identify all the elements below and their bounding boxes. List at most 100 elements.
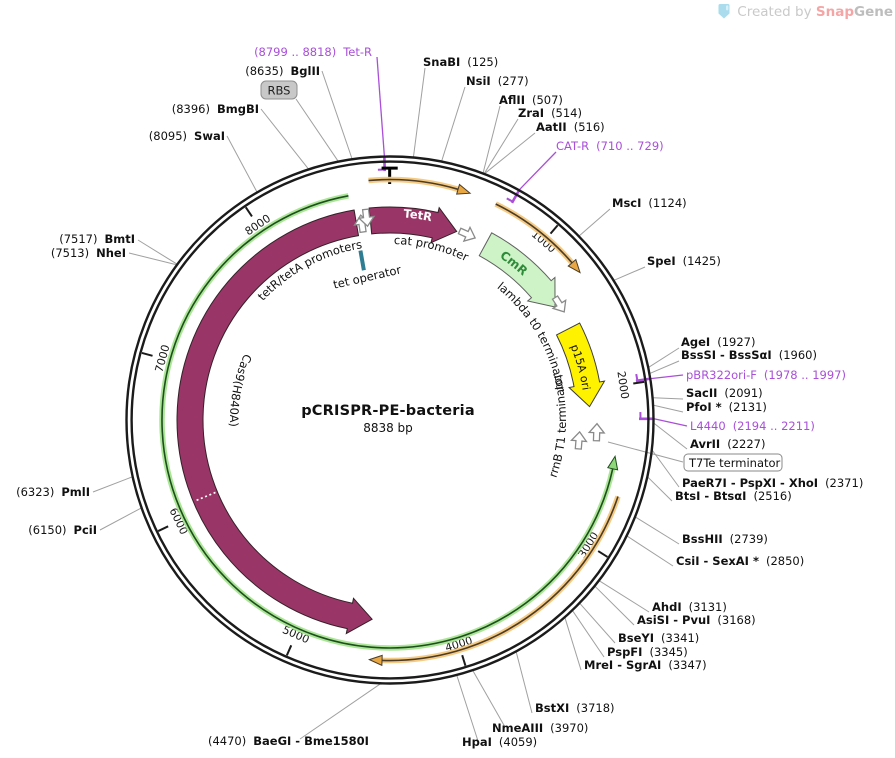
connector-line-BmgBI <box>260 108 309 170</box>
site-label-AatII[interactable]: AatII(516) <box>536 120 605 134</box>
site-label-SpeI[interactable]: SpeI(1425) <box>647 254 721 268</box>
primer-tick-foot-1 <box>506 197 514 203</box>
connector-line-PfoI- <box>653 404 684 413</box>
watermark-snap: Snap <box>815 3 854 20</box>
primer-connector-1 <box>518 151 557 191</box>
connector-line-NmeAIII <box>472 670 506 728</box>
site-label-AhdI[interactable]: AhdI(3131) <box>652 600 727 614</box>
site-label-L4440[interactable]: L4440(2194 .. 2211) <box>690 419 815 433</box>
orf-tetr-core[interactable] <box>368 178 459 191</box>
primer-tick-foot-2 <box>635 373 639 381</box>
feature-tetr[interactable] <box>368 206 458 244</box>
site-label-BssSI-BssS-I[interactable]: BssSI - BssSαI(1960) <box>681 348 817 362</box>
site-label-PmlI[interactable]: (6323)PmlI <box>16 485 90 499</box>
site-label-BssHII[interactable]: BssHII(2739) <box>682 532 768 546</box>
site-label-NheI[interactable]: (7513)NheI <box>51 246 126 260</box>
connector-line-BmtI <box>137 239 178 265</box>
site-label-HpaI[interactable]: HpaI(4059) <box>462 735 537 749</box>
connector-line-CsiI-SexAI- <box>626 535 674 567</box>
connector-line-NsiI <box>441 86 466 162</box>
site-label-BseYI[interactable]: BseYI(3341) <box>618 631 699 645</box>
site-label-BmgBI[interactable]: (8396)BmgBI <box>172 102 259 116</box>
site-label-AvrII[interactable]: AvrII(2227) <box>690 437 765 451</box>
primer-tick-1 <box>510 190 520 204</box>
t7te-terminator-badge[interactable] <box>683 453 783 472</box>
scale-tick-8000 <box>244 206 253 217</box>
feature-cas9[interactable] <box>176 209 373 635</box>
scale-tick-3000 <box>597 550 609 558</box>
feature-p15a-ori[interactable] <box>555 322 606 408</box>
rbs-badge-label: RBS <box>268 84 291 98</box>
site-label-SwaI[interactable]: (8095)SwaI <box>149 129 225 143</box>
site-label-BglII[interactable]: (8635)BglII <box>245 64 320 78</box>
site-label-MscI[interactable]: MscI(1124) <box>612 196 687 210</box>
connector-line-NheI <box>128 252 177 266</box>
watermark-gene: Gene <box>853 3 893 20</box>
connector-line-AvrII <box>653 422 688 450</box>
primer-connector-2 <box>650 374 684 380</box>
site-label-SnaBI[interactable]: SnaBI(125) <box>423 55 498 69</box>
site-label-PspFI[interactable]: PspFI(3345) <box>607 645 688 659</box>
tet-operator-label[interactable]: tet operator <box>332 262 403 291</box>
tet-operator-tick[interactable] <box>358 250 366 271</box>
rrnb-t1-terminator-label[interactable]: rrnB T1 terminator <box>546 372 569 479</box>
lambda-t0-terminator-arrow[interactable] <box>549 294 571 316</box>
site-label-NsiI[interactable]: NsiI(277) <box>466 74 529 88</box>
connector-line-AatII <box>484 132 536 174</box>
connector-line-AhdI <box>599 580 650 613</box>
site-label-CAT-R[interactable]: CAT-R(710 .. 729) <box>556 139 664 153</box>
rbs-badge[interactable] <box>260 80 298 100</box>
site-label-PfoI-[interactable]: PfoI *(2131) <box>686 400 767 414</box>
connector-line-BstXI <box>515 651 533 714</box>
connector-line-MscI <box>578 208 611 237</box>
tetr-label[interactable]: TetR <box>403 206 433 224</box>
connector-line-PmlI <box>92 476 133 493</box>
site-label-PaeR7I-PspXI-XhoI[interactable]: PaeR7I - PspXI - XhoI(2371) <box>682 476 863 490</box>
orf-bottom-core[interactable] <box>381 496 619 662</box>
site-label-CsiI-SexAI-[interactable]: CsiI - SexAI *(2850) <box>676 554 804 568</box>
scale-tick-1000 <box>549 224 559 235</box>
connector-line-BseYI <box>579 603 616 644</box>
site-label-BtsI-Bts-I[interactable]: BtsI - BtsαI(2516) <box>675 489 792 503</box>
rrnB-T1-terminator-arrow[interactable] <box>587 422 606 442</box>
site-label-AflII[interactable]: AflII(507) <box>499 93 563 107</box>
site-label-BaeGI-Bme1580I[interactable]: (4470)BaeGI - Bme1580I <box>208 734 369 748</box>
scale-tick-5000 <box>285 644 293 656</box>
site-label-ZraI[interactable]: ZraI(514) <box>518 106 582 120</box>
cat-promoter-arrow[interactable] <box>457 224 479 245</box>
site-label-BmtI[interactable]: (7517)BmtI <box>59 232 135 246</box>
site-label-NmeAIII[interactable]: NmeAIII(3970) <box>492 721 588 735</box>
site-label-BstXI[interactable]: BstXI(3718) <box>535 701 615 715</box>
cas9-label[interactable]: Cas9(H840A) <box>227 352 255 427</box>
primer-tick-2 <box>635 377 650 383</box>
plasmid-name: pCRISPR-PE-bacteria <box>301 403 475 419</box>
connector-line-SwaI <box>226 135 258 193</box>
connector-line-SacII <box>653 397 684 400</box>
site-label-MreI-SgrAI[interactable]: MreI - SgrAI(3347) <box>584 658 707 672</box>
connector-line-BssSI-BssS-I <box>649 360 680 374</box>
orf-tetr-arrowhead <box>455 183 472 195</box>
orf-cmr-arrowhead <box>567 258 581 274</box>
orf-cmr-core[interactable] <box>495 203 573 264</box>
scale-label-2000: 2000 <box>614 370 631 400</box>
T7Te-terminator-arrow[interactable] <box>570 430 588 450</box>
connector-line-MreI-SgrAI <box>564 617 582 671</box>
site-label-AgeI[interactable]: AgeI(1927) <box>681 335 755 349</box>
plasmid-backbone-outer-ring <box>125 155 655 685</box>
connector-line-BglII <box>321 70 353 159</box>
connector-line-RBS <box>295 98 340 163</box>
connector-line-PaeR7I-PspXI-XhoI <box>651 449 680 488</box>
connector-line-AgeI <box>648 347 680 368</box>
tetR-tetA-promoter-arrow-in[interactable] <box>357 208 376 228</box>
primer-connector-0 <box>376 56 386 157</box>
scale-tick-6000 <box>157 525 169 532</box>
scale-tick-2000 <box>633 380 645 385</box>
site-label-SacII[interactable]: SacII(2091) <box>686 386 763 400</box>
site-label-PciI[interactable]: (6150)PciI <box>28 523 97 537</box>
tet-cas9-transcript-core[interactable] <box>161 195 614 649</box>
site-label-AsiSI-PvuI[interactable]: AsiSI - PvuI(3168) <box>637 613 756 627</box>
site-label-pBR322ori-F[interactable]: pBR322ori-F(1978 .. 1997) <box>686 368 846 382</box>
site-label-Tet-R[interactable]: (8799 .. 8818)Tet-R <box>254 45 372 59</box>
primer-connector-3 <box>653 418 688 427</box>
